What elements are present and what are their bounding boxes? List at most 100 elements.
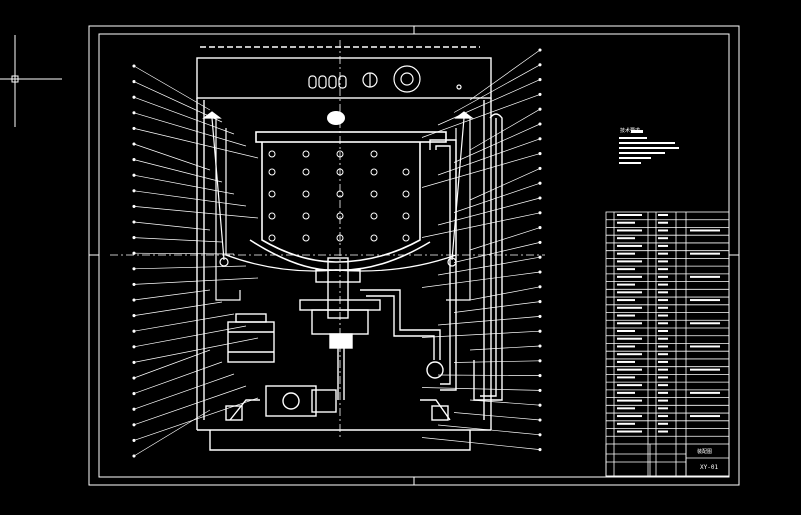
parts-row [617,221,668,224]
basket-holes [268,150,410,242]
leader-left [132,361,223,396]
parts-row [617,430,668,433]
leader-right [421,387,542,392]
leader-right [469,48,542,101]
parts-row [617,391,720,394]
leader-right [469,285,542,301]
leader-right [421,211,542,238]
leader-left [132,95,235,135]
leader-left [132,289,211,302]
water-hoses [360,113,503,401]
parts-row [617,275,720,278]
parts-row [617,283,668,286]
motor [227,313,275,363]
parts-row [617,422,668,425]
leader-left [132,126,259,159]
parts-list-table [605,211,730,477]
leader-left [132,373,235,411]
parts-row [617,314,668,317]
leader-right [437,424,542,437]
drive-assembly [299,257,381,400]
leader-left [132,313,235,333]
parts-row [617,330,668,332]
note-line [619,142,675,144]
parts-row [617,268,668,271]
leader-left [132,325,247,349]
parts-row [617,399,668,402]
suspension-rods [202,111,474,267]
note-line [619,157,651,159]
parts-row [617,322,720,325]
washer-cabinet [196,46,492,451]
title-block-code: XY-01 [700,464,718,471]
leader-right [421,92,542,138]
leader-right [453,63,542,113]
leader-left [132,158,223,183]
leader-left [132,277,259,286]
leader-left [132,236,223,243]
outer-tub [215,118,471,301]
note-line [619,147,679,149]
note-line [619,152,665,154]
leader-right [421,329,542,338]
leader-left [132,349,211,380]
leader-right [469,226,542,251]
parts-row [617,237,668,240]
leader-left [132,204,259,219]
title-block-name: 装配图 [697,448,712,455]
parts-row [617,384,668,387]
leader-left [132,220,211,231]
leader-right [453,412,542,422]
leader-right [437,314,542,326]
title-block [605,443,730,477]
leader-left [132,189,247,207]
leader-right [437,196,542,226]
leader-right [437,374,542,378]
parts-row [617,291,668,294]
parts-row [617,407,668,410]
leader-right [469,107,542,151]
leader-left [132,265,247,271]
leader-left [132,397,259,442]
technical-notes [619,130,679,164]
parts-row [617,244,668,247]
leader-left [132,173,235,195]
cursor-crosshair [0,35,62,127]
leader-right [421,270,542,288]
lid-knob [327,111,345,125]
parts-row [617,260,668,263]
notes-heading: 技术要求 [620,127,640,134]
leader-right [469,166,542,201]
leader-left [132,142,211,171]
parts-row [617,299,720,302]
leader-left [132,409,211,458]
center-axis [110,40,545,440]
note-line [619,162,641,164]
parts-row [617,376,668,379]
inner-basket [249,131,447,271]
leader-right [421,437,542,452]
leader-left [132,385,247,427]
parts-row [617,337,668,340]
leader-left [132,64,211,111]
leader-right [453,359,542,363]
control-panel [308,65,462,93]
leader-right [421,152,542,188]
leader-right [453,122,542,163]
parts-row [617,252,720,255]
parts-row [617,360,668,363]
parts-row [617,368,720,371]
leader-right [437,78,542,126]
leader-lines-right [421,48,542,452]
parts-row [617,415,720,418]
leader-right [469,399,542,407]
leader-left [132,251,235,255]
leader-right [469,344,542,351]
leader-left [132,301,223,318]
leader-lines-left [132,64,259,458]
leader-left [132,337,259,364]
leader-right [437,255,542,276]
leader-right [453,300,542,313]
parts-row [617,306,668,309]
parts-row [617,229,720,232]
